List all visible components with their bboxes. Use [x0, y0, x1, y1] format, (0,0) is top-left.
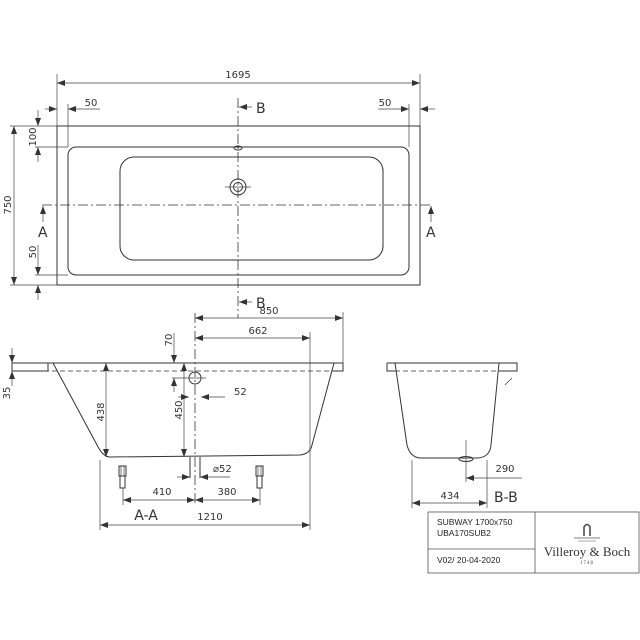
section-a-right-label: A [426, 225, 436, 241]
dim-drain: ⌀52 [213, 464, 232, 475]
dim-850: 850 [259, 306, 278, 317]
brand-name: Villeroy & Boch [544, 544, 631, 559]
dim-52: 52 [234, 387, 247, 398]
dim-35: 35 [2, 387, 13, 400]
dim-410: 410 [152, 487, 171, 498]
tub-profile-aa [11, 362, 344, 458]
top-view: 1695 50 50 750 100 50 B B A A [3, 70, 436, 318]
section-b-top-label: B [256, 101, 266, 117]
section-a-left-label: A [38, 225, 48, 241]
section-bb-view: 290 434 B-B [386, 362, 522, 508]
section-b-bottom-label: B [256, 296, 266, 312]
title-block: SUBWAY 1700x750 UBA170SUB2 V02/ 20-04-20… [427, 511, 640, 574]
dim-434: 434 [440, 491, 459, 502]
foot-left-icon [118, 465, 127, 489]
dim-70: 70 [164, 334, 175, 347]
dim-left-rim: 50 [85, 98, 98, 109]
tub-profile-bb [394, 362, 500, 459]
dim-front-rim: 50 [28, 246, 39, 259]
dim-438: 438 [96, 402, 107, 421]
dim-length: 1695 [225, 70, 250, 81]
product-code: UBA170SUB2 [437, 528, 491, 538]
outer-rim [56, 125, 421, 286]
dim-1210: 1210 [197, 512, 222, 523]
dim-back-rim: 100 [28, 127, 39, 146]
drain-icon [225, 178, 251, 196]
foot-right-icon [255, 465, 264, 489]
basin-floor [119, 156, 384, 261]
brand-logo-icon [574, 523, 600, 542]
dim-right-rim: 50 [379, 98, 392, 109]
dim-width: 750 [3, 195, 14, 214]
section-bb-label: B-B [494, 490, 518, 506]
section-aa-view: 850 662 70 35 438 450 52 ⌀52 [2, 306, 344, 530]
overflow-icon [233, 145, 243, 151]
section-aa-label: A-A [134, 508, 158, 524]
dim-662: 662 [248, 326, 267, 337]
dim-450: 450 [174, 400, 185, 419]
dim-380: 380 [217, 487, 236, 498]
product-name: SUBWAY 1700x750 [437, 517, 513, 527]
version-date: V02/ 20-04-2020 [437, 555, 501, 565]
brand-year: 1748 [580, 561, 594, 566]
dim-290: 290 [495, 464, 514, 475]
inner-rim [67, 146, 410, 276]
